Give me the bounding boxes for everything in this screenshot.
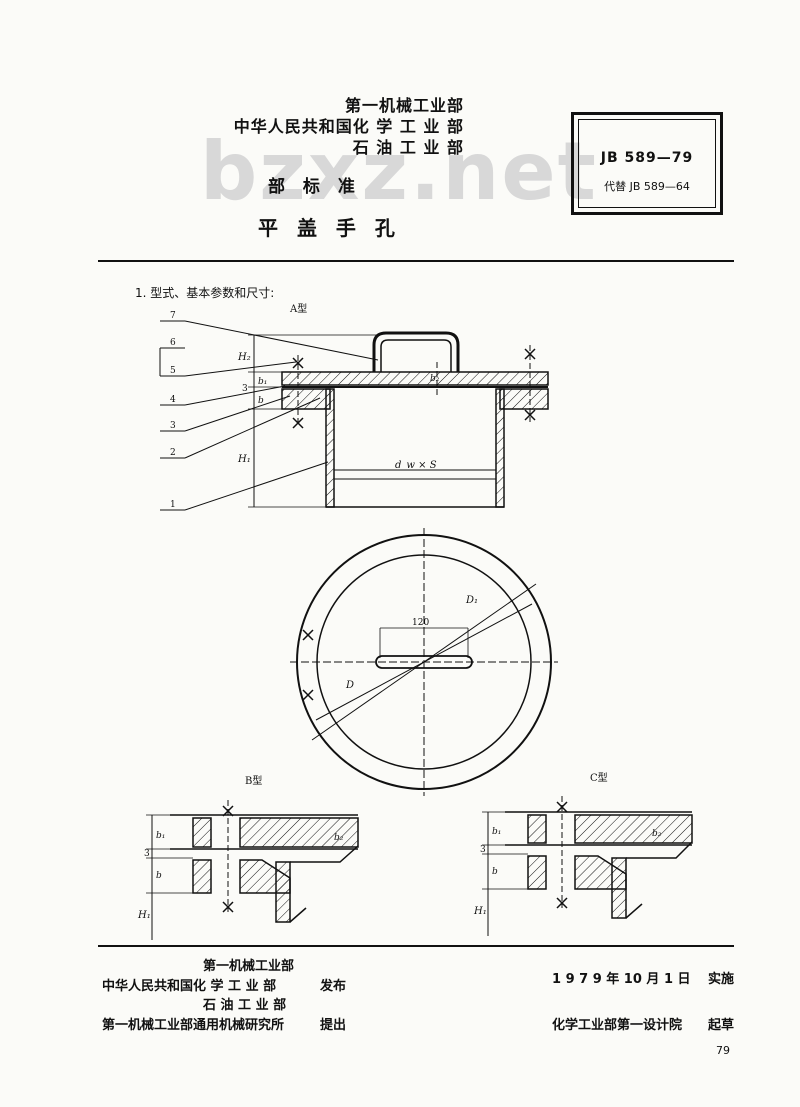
watermark: bzxz.net bbox=[200, 125, 598, 218]
page-title: 平 盖 手 孔 bbox=[258, 216, 401, 240]
handle bbox=[372, 331, 460, 372]
dim-h2: H₂ bbox=[237, 352, 251, 363]
footer-publish-label: 发布 bbox=[320, 979, 347, 994]
part-3: 3 bbox=[170, 421, 176, 431]
dim-3: 3 bbox=[242, 384, 248, 394]
part-7: 7 bbox=[170, 311, 176, 321]
dim-120: 120 bbox=[412, 618, 429, 628]
type-c-dim-b: b bbox=[492, 867, 498, 877]
flange-left bbox=[281, 388, 331, 410]
issuer-line-1: 第一机械工业部 bbox=[344, 96, 464, 115]
footer-rule bbox=[98, 945, 734, 947]
type-b-section bbox=[146, 800, 359, 940]
dim-d1: D₁ bbox=[465, 595, 478, 606]
technical-drawing: A型 d_w × S H₂ b₁ 3 b H₁ b₂ bbox=[137, 302, 693, 940]
dim-b2: b₂ bbox=[430, 374, 440, 384]
type-c-section bbox=[482, 796, 693, 936]
type-c-dim-b2: b₂ bbox=[652, 829, 662, 839]
drafter: 化学工业部第一设计院 bbox=[552, 1018, 683, 1033]
footer-propose-label: 提出 bbox=[320, 1018, 347, 1033]
footer-issuer-line-3: 石 油 工 业 部 bbox=[203, 998, 287, 1013]
part-4: 4 bbox=[170, 395, 176, 405]
footer-issuer-line-1: 第一机械工业部 bbox=[203, 959, 295, 974]
cover-plate bbox=[281, 371, 549, 386]
dim-h1: H₁ bbox=[237, 454, 251, 465]
type-b-dim-3: 3 bbox=[144, 849, 150, 859]
type-c-dim-3: 3 bbox=[480, 845, 486, 855]
part-5: 5 bbox=[170, 366, 176, 376]
part-6: 6 bbox=[170, 338, 176, 348]
draft-label: 起草 bbox=[708, 1018, 735, 1033]
type-b-dim-h1: H₁ bbox=[137, 910, 151, 921]
type-c-dim-h1: H₁ bbox=[473, 906, 487, 917]
type-a-label: A型 bbox=[289, 302, 307, 315]
type-c-dim-b1: b₁ bbox=[492, 827, 501, 837]
dim-b: b bbox=[258, 396, 264, 406]
dim-d: D bbox=[345, 680, 354, 691]
type-b-dim-b2: b₂ bbox=[334, 833, 344, 843]
flange-right bbox=[499, 388, 549, 410]
dim-dw-s: d_w × S bbox=[395, 460, 437, 471]
handle-slot bbox=[375, 655, 473, 669]
type-b-dim-b1: b₁ bbox=[156, 831, 165, 841]
standard-type: 部 标 准 bbox=[268, 177, 361, 197]
part-1: 1 bbox=[170, 500, 176, 510]
type-b-label: B型 bbox=[245, 774, 262, 787]
type-c-label: C型 bbox=[590, 771, 608, 784]
issuer-line-3: 石 油 工 业 部 bbox=[352, 138, 464, 157]
part-2: 2 bbox=[170, 448, 176, 458]
section-heading: 1. 型式、基本参数和尺寸: bbox=[135, 286, 275, 300]
footer-issuer-line-2: 中华人民共和国化 学 工 业 部 bbox=[102, 979, 277, 994]
page-number: 79 bbox=[716, 1044, 730, 1057]
type-b-dim-b: b bbox=[156, 871, 162, 881]
header-rule bbox=[98, 260, 734, 262]
standard-code-box: JB 589—79 代替 JB 589—64 bbox=[571, 112, 723, 215]
footer-institute: 第一机械工业部通用机械研究所 bbox=[102, 1018, 285, 1033]
dim-b1: b₁ bbox=[258, 377, 267, 387]
pipe-wall-right bbox=[495, 388, 505, 508]
standard-code: JB 589—79 bbox=[600, 150, 694, 166]
replaces-code: 代替 JB 589—64 bbox=[604, 180, 690, 193]
issuer-line-2: 中华人民共和国化 学 工 业 部 bbox=[233, 117, 464, 136]
pipe-wall-left bbox=[325, 388, 335, 508]
effective-date: 1 9 7 9 年 10 月 1 日 bbox=[552, 972, 691, 987]
effective-label: 实施 bbox=[708, 972, 735, 987]
